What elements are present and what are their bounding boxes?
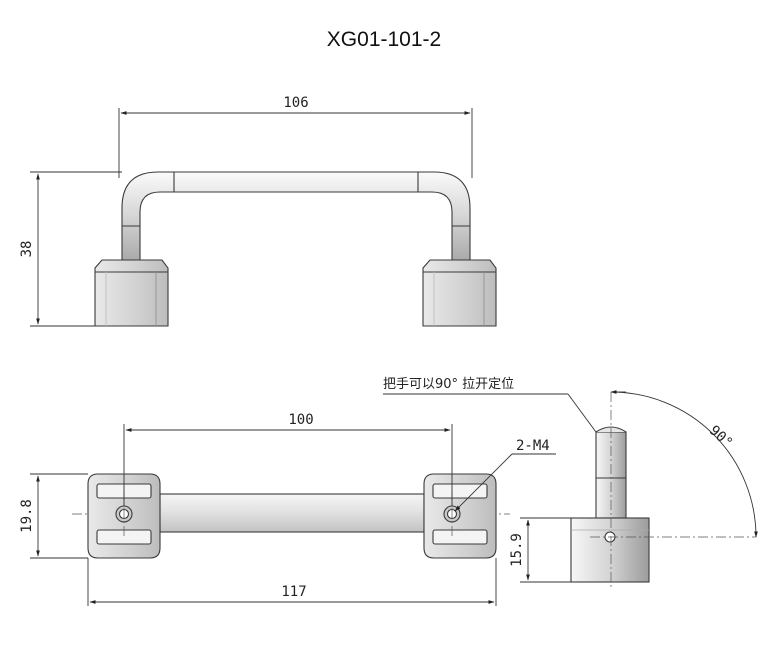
dim-15-9: 15.9 xyxy=(509,533,525,567)
bottom-bar xyxy=(159,493,425,533)
dim-90-deg: 90° xyxy=(706,423,736,452)
drawing-title: XG01-101-2 xyxy=(326,28,442,51)
top-right-foot xyxy=(422,259,497,327)
dim-19-8: 19.8 xyxy=(19,499,35,533)
dim-38: 38 xyxy=(19,241,35,258)
bottom-view: 100 117 19.8 2-M4 xyxy=(19,412,556,606)
dim-117: 117 xyxy=(281,584,306,600)
top-view: 106 38 xyxy=(19,95,497,327)
rotation-note: 把手可以90° 拉开定位 xyxy=(383,377,514,392)
dim-100: 100 xyxy=(288,412,313,428)
thread-callout: 2-M4 xyxy=(516,438,550,454)
side-view: 把手可以90° 拉开定位 90° 15.9 xyxy=(383,377,758,590)
side-base-block xyxy=(570,517,650,583)
dim-106: 106 xyxy=(283,95,308,111)
top-left-foot xyxy=(94,259,169,327)
